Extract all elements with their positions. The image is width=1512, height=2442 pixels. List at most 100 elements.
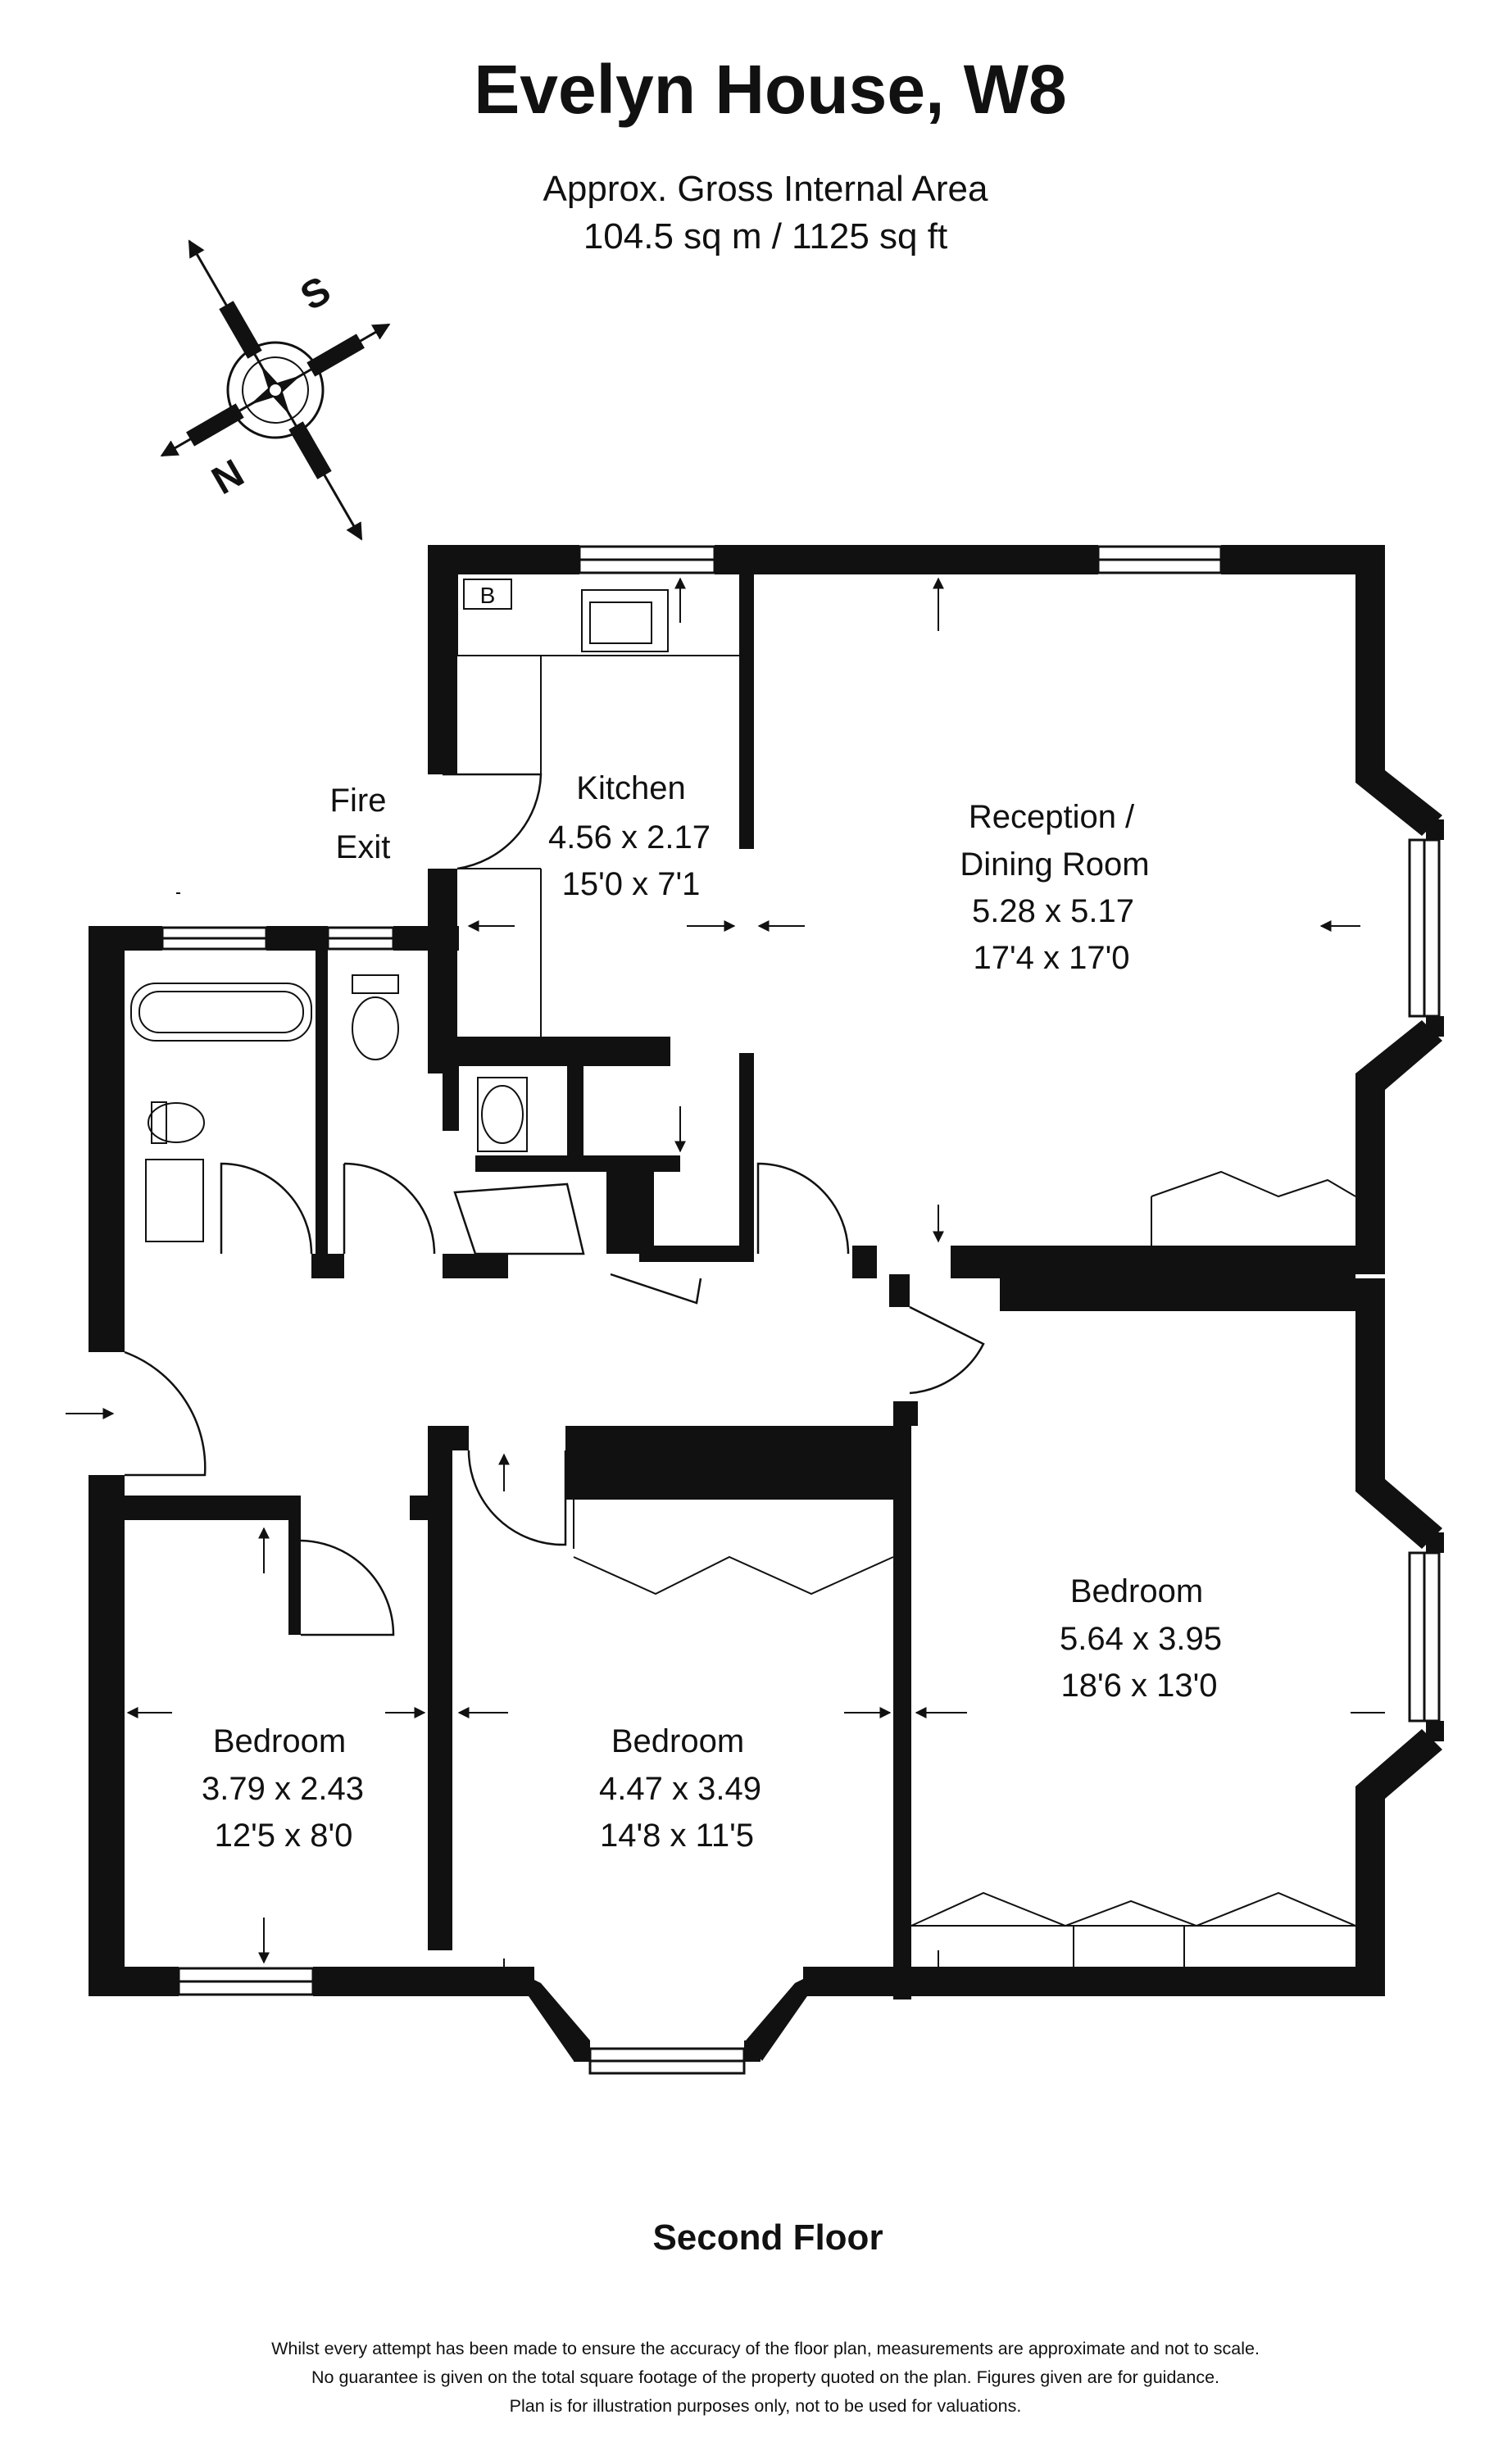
- wall-left-upper: [89, 926, 125, 1352]
- wall-right-mid: [1355, 1073, 1385, 1274]
- wall-bottom-mid-left: [313, 1967, 534, 1996]
- wall-cupboard-bottom: [639, 1246, 754, 1262]
- bath-icon: [130, 983, 312, 1042]
- reception-name-line2: Dining Room: [960, 847, 1149, 883]
- wall-basin-top: [475, 1155, 606, 1172]
- toilet-icon-bathroom: [148, 1102, 205, 1143]
- windows: [161, 545, 1441, 2075]
- wall-kitchen-partition-upper: [739, 574, 754, 849]
- wall-kitchen-partition-lower: [739, 1053, 754, 1158]
- disclaimer-line1: Whilst every attempt has been made to en…: [271, 2339, 1260, 2358]
- wardrobe-bedroom-middle: [573, 1500, 894, 1595]
- area-label: Approx. Gross Internal Area: [543, 169, 988, 209]
- door-cupboard: [610, 1273, 702, 1305]
- wall-bay-upper-top: [1355, 770, 1442, 836]
- wall-bay-upper-jamb-a: [1426, 819, 1444, 840]
- boiler-label: B: [480, 583, 496, 608]
- wall-right-lower-a: [1355, 1278, 1385, 1491]
- wall-kitchen-left-lower: [428, 869, 457, 1073]
- reception-imperial: 17'4 x 17'0: [974, 940, 1130, 976]
- wall-bath-bottom-stub: [311, 1254, 344, 1278]
- kitchen-metric: 4.56 x 2.17: [548, 819, 711, 856]
- fire-exit-label-line2: Exit: [336, 829, 391, 865]
- reception-name-line1: Reception /: [969, 799, 1135, 835]
- dimension-arrows: [66, 577, 1385, 1996]
- wall-bed-left-middle: [428, 1426, 452, 1950]
- wall-bath-top-b: [266, 926, 328, 951]
- wall-bed-left-door-jamb: [288, 1496, 301, 1635]
- bedroom-right-name: Bedroom: [1070, 1573, 1203, 1609]
- wall-bed-middle-right: [893, 1426, 911, 1999]
- compass-south-label: S: [293, 269, 338, 320]
- door-wc: [343, 1162, 436, 1255]
- bedroom-middle-metric: 4.47 x 3.49: [599, 1771, 761, 1807]
- bedroom-left-metric: 3.79 x 2.43: [202, 1771, 364, 1807]
- bedroom-middle-imperial: 14'8 x 11'5: [600, 1818, 754, 1854]
- wall-bottom-bay-jamb-a: [574, 2040, 590, 2062]
- bedroom-left-name: Bedroom: [213, 1723, 346, 1759]
- wall-kitchen-left-upper: [428, 545, 457, 774]
- wall-wardrobe-middle-top: [565, 1450, 901, 1500]
- wall-left-lower: [89, 1475, 125, 1996]
- wall-cupboard-left: [639, 1172, 654, 1254]
- wall-bay-lower-top: [1355, 1479, 1442, 1549]
- kitchen-counter: [456, 574, 739, 774]
- fire-exit-label-line1: Fire: [330, 783, 387, 819]
- walls: [89, 545, 1444, 2062]
- compass-north-label: N: [205, 452, 252, 503]
- wall-right-lower-b: [1355, 1786, 1385, 1995]
- basin-icon-kitchen-wc: [477, 1077, 528, 1152]
- kitchen-sink-bowl: [589, 601, 652, 644]
- wall-reception-bottom: [951, 1246, 1355, 1278]
- wall-bath-top-a: [89, 926, 162, 951]
- wall-bed-middle-top: [565, 1426, 901, 1450]
- bedroom-right-imperial: 18'6 x 13'0: [1061, 1668, 1218, 1704]
- door-reception: [756, 1162, 850, 1255]
- wardrobe-bedroom-right: [910, 1891, 1356, 1927]
- compass-icon: [160, 239, 391, 541]
- wall-bottom-bay-left: [508, 1967, 590, 2061]
- door-bedroom-middle: [467, 1450, 567, 1546]
- reception-metric: 5.28 x 5.17: [972, 893, 1134, 929]
- wall-bottom-bay-right: [746, 1967, 828, 2061]
- wall-corridor-left-bottom: [125, 1496, 301, 1520]
- toilet-icon-wc: [352, 996, 399, 1060]
- bedroom-left-imperial: 12'5 x 8'0: [215, 1818, 353, 1854]
- wall-shower-top: [606, 1155, 680, 1172]
- bedroom-middle-name: Bedroom: [611, 1723, 744, 1759]
- kitchen-imperial: 15'0 x 7'1: [562, 866, 701, 902]
- wall-bottom-bay-jamb-b: [744, 2040, 761, 2062]
- disclaimer-line2: No guarantee is given on the total squar…: [311, 2367, 1219, 2387]
- page-title: Evelyn House, W8: [474, 51, 1067, 128]
- wall-bay-lower-jamb-a: [1426, 1532, 1444, 1553]
- disclaimer-line3: Plan is for illustration purposes only, …: [510, 2396, 1022, 2416]
- wall-bay-lower-bottom: [1355, 1729, 1442, 1799]
- door-bedroom-left: [300, 1539, 395, 1636]
- wall-wc-right: [443, 1065, 459, 1131]
- wall-reception-bottom-left-stub: [852, 1246, 877, 1278]
- wall-basin-right: [567, 1065, 583, 1155]
- boiler-box: [463, 579, 512, 610]
- wall-bed-middle-top-stub: [452, 1426, 469, 1450]
- wall-wc-top: [393, 926, 459, 951]
- doors: [124, 773, 985, 1636]
- basin-icon-bathroom: [145, 1159, 204, 1242]
- fixtures: [130, 574, 1356, 1996]
- wall-right-upper: [1355, 545, 1385, 783]
- area-value: 104.5 sq m / 1125 sq ft: [583, 216, 947, 256]
- wall-bed-right-door-stub: [893, 1401, 918, 1426]
- door-bedroom-right: [909, 1305, 985, 1395]
- wall-top-mid: [715, 545, 1098, 574]
- door-entrance: [124, 1350, 207, 1477]
- kitchen-name: Kitchen: [576, 770, 685, 806]
- wall-bedroom-right-top: [1000, 1278, 1355, 1311]
- kitchen-sink-icon: [581, 589, 669, 652]
- bedroom-right-metric: 5.64 x 3.95: [1060, 1621, 1222, 1657]
- floor-label: Second Floor: [652, 2217, 883, 2258]
- door-bathroom: [220, 1162, 313, 1255]
- wall-bath-wc-partition: [316, 951, 328, 1266]
- wall-bay-upper-jamb-b: [1426, 1016, 1444, 1037]
- wall-wc-bottom: [443, 1254, 508, 1278]
- door-fire-exit: [443, 773, 543, 870]
